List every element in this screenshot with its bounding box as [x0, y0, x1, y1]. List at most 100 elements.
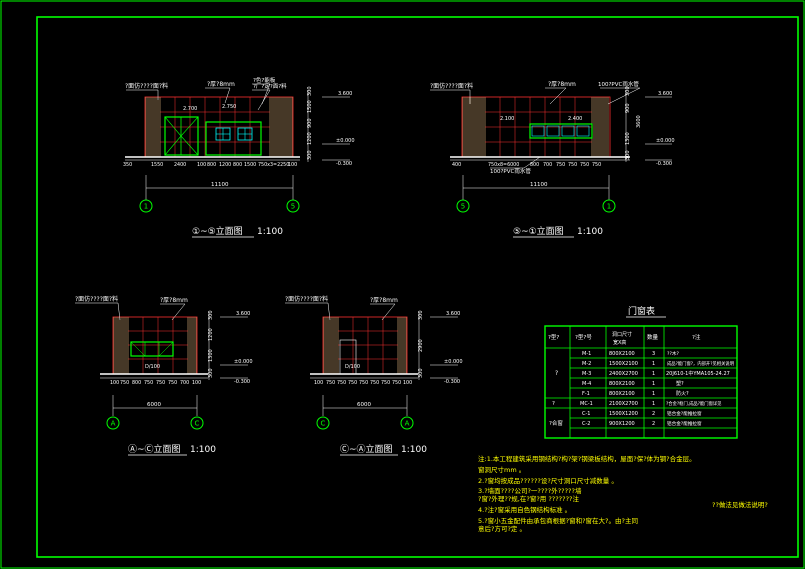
e2-caption: ⑤~①立面图	[513, 225, 564, 237]
note-line: 注:1.本工程建筑采用钢结构?构?架?钢梁板结构，屋面?保?体为钢?合金层。	[478, 455, 696, 463]
e1-side-dim: 1200	[307, 132, 313, 145]
e1-bottom-dim: 1200	[219, 162, 231, 168]
row-qty: 1	[652, 381, 655, 387]
row-size: 800X2100	[609, 351, 635, 357]
e4-total-dim: 6000	[357, 402, 371, 408]
table-row: M-3 2400X2700 1 20J610-1中YMA105-24.27	[582, 370, 730, 377]
e3-bottom-dim: 750	[144, 380, 153, 386]
e1-bottom-dim: 350	[123, 162, 132, 168]
e2-axis-right-label: 1	[607, 203, 611, 211]
e4-note-left: ?面仿????面?料	[285, 295, 328, 303]
row-note: ??木?	[667, 350, 679, 357]
inner-frame	[36, 16, 799, 558]
note-line: 3.?墙面????公司?一????外?????墙	[478, 487, 582, 496]
e2-side-dim: 3600	[636, 115, 642, 128]
e2-bottom-dim: 750	[568, 162, 577, 168]
group-combo: ?合窗	[549, 419, 563, 427]
e3-level-top: 3.600	[236, 311, 250, 317]
row-note: ?合金?框门,成品?能门窗详见	[666, 400, 722, 407]
row-code: MC-1	[580, 401, 593, 407]
e1-axis-left-marker	[139, 199, 153, 213]
row-note: 防火?	[676, 390, 689, 397]
row-size: 800X2100	[609, 391, 635, 397]
e3-side-dim: 1200	[208, 328, 214, 341]
e3-bottom-dim: 800	[132, 380, 141, 386]
e3-axis-right-marker	[190, 416, 204, 430]
e4-axis-right-marker	[400, 416, 414, 430]
e2-note-bottom: 100?PVC雨水管	[490, 167, 531, 175]
e4-scale: 1:100	[401, 445, 427, 455]
e4-side-dims: 300 2900 300	[418, 310, 424, 378]
e4-grid	[338, 317, 398, 374]
row-qty: 3	[652, 351, 655, 357]
e4-side-dim: 2900	[418, 339, 424, 352]
e2-bottom-dim: 750	[580, 162, 589, 168]
notes-block: 注:1.本工程建筑采用钢结构?构?架?钢梁板结构，屋面?保?体为钢?合金层。 窗…	[478, 455, 696, 533]
e2-total-dim: 11100	[530, 182, 548, 188]
group-window: ?	[552, 401, 555, 407]
e4-level-bottom: -0.300	[444, 379, 460, 385]
row-size: 800X2100	[609, 381, 635, 387]
e4-note-mid: ?厚?8mm	[370, 297, 398, 304]
e4-bottom-dim: 100	[403, 380, 412, 386]
note-line: 4.?注?窗采用自色钢结构标准 。	[478, 505, 572, 514]
e1-bottom-dim: 100	[197, 162, 206, 168]
table-row: C-2 900X1200 2 铝合金?能推拉窗	[582, 420, 702, 427]
e2-window-label-2: 2.400	[568, 116, 582, 122]
elevation-a-c: ?面仿????面?料 ?厚?8mm D/100 300 1200 1300 30…	[75, 295, 253, 456]
row-size: 2100X2700	[609, 401, 638, 407]
e2-axis-right-marker	[602, 199, 616, 213]
e1-note-right-2: ?厂?定?面?料	[253, 82, 287, 90]
th-size-sub: 宽X高	[613, 339, 626, 346]
e2-scale: 1:100	[577, 227, 603, 237]
e4-bottom-dim: 750	[359, 380, 368, 386]
row-size: 1500X2100	[609, 361, 638, 367]
e1-note-mid: ?厚?8mm	[207, 81, 235, 88]
e3-level-zero: ±0.000	[234, 359, 253, 365]
e1-note-right-1: ?色?能板	[253, 76, 276, 84]
e4-bottom-dim: 750	[348, 380, 357, 386]
row-qty: 1	[652, 371, 655, 377]
e1-caption: ①~⑤立面图	[192, 225, 243, 237]
e2-bottom-dim: 700	[543, 162, 552, 168]
e1-side-dim: 900	[307, 118, 313, 128]
e4-bottom-dim: 750	[392, 380, 401, 386]
e4-axis-left-marker	[316, 416, 330, 430]
e1-axis-right-label: 5	[291, 203, 295, 211]
e1-window-label-1: 2.700	[183, 106, 197, 112]
e3-scale: 1:100	[190, 445, 216, 455]
e1-level-zero: ±0.000	[336, 138, 355, 144]
e1-bottom-dim: 2400	[174, 162, 186, 168]
th-note: ?注	[692, 333, 701, 341]
e2-bottom-dim: 750	[592, 162, 601, 168]
e2-grid	[485, 97, 592, 157]
e2-level-top: 3.600	[658, 91, 672, 97]
row-size: 2400X2700	[609, 371, 638, 377]
e3-side-dims: 300 1200 1300 300	[208, 310, 214, 378]
e2-window-c2	[529, 123, 593, 139]
note-line: 意后?方可?定 。	[478, 524, 526, 533]
table-row: F-1 800X2100 1 防火?	[582, 390, 689, 397]
row-note: 塑?	[676, 380, 684, 387]
e3-total-dim: 6000	[147, 402, 161, 408]
e2-axis-left-marker	[456, 199, 470, 213]
e3-bottom-dims: 100 750 800 750 750 750 700 100	[110, 380, 201, 386]
row-code: M-3	[582, 371, 591, 377]
note-line: 2.?窗均按成品??????设?尺寸洞口尺寸减数量 。	[478, 476, 618, 485]
e2-side-dims: 300 3600 900 1300 300	[625, 86, 642, 160]
th-qty: 数量	[647, 333, 659, 341]
e3-level-bottom: -0.300	[234, 379, 250, 385]
row-code: C-2	[582, 421, 590, 427]
table-row: M-4 800X2100 1 塑?	[582, 380, 684, 387]
e2-note-left: ?面仿????面?料	[430, 82, 473, 90]
e2-side-dim: 300	[625, 86, 631, 96]
table-row: MC-1 2100X2700 1 ?合金?框门,成品?能门窗详见	[580, 400, 722, 407]
e4-side-dim: 300	[418, 368, 424, 378]
e3-side-dim: 1300	[208, 349, 214, 362]
table-row: M-2 1500X2100 1 成品?能门窗?，内部开?见相关说明	[582, 360, 734, 367]
note-line: ?窗?外理??规,在?窗?用 ???????注	[478, 495, 579, 504]
e3-side-dim: 300	[208, 310, 214, 320]
e2-bottom-dim: 400	[452, 162, 461, 168]
